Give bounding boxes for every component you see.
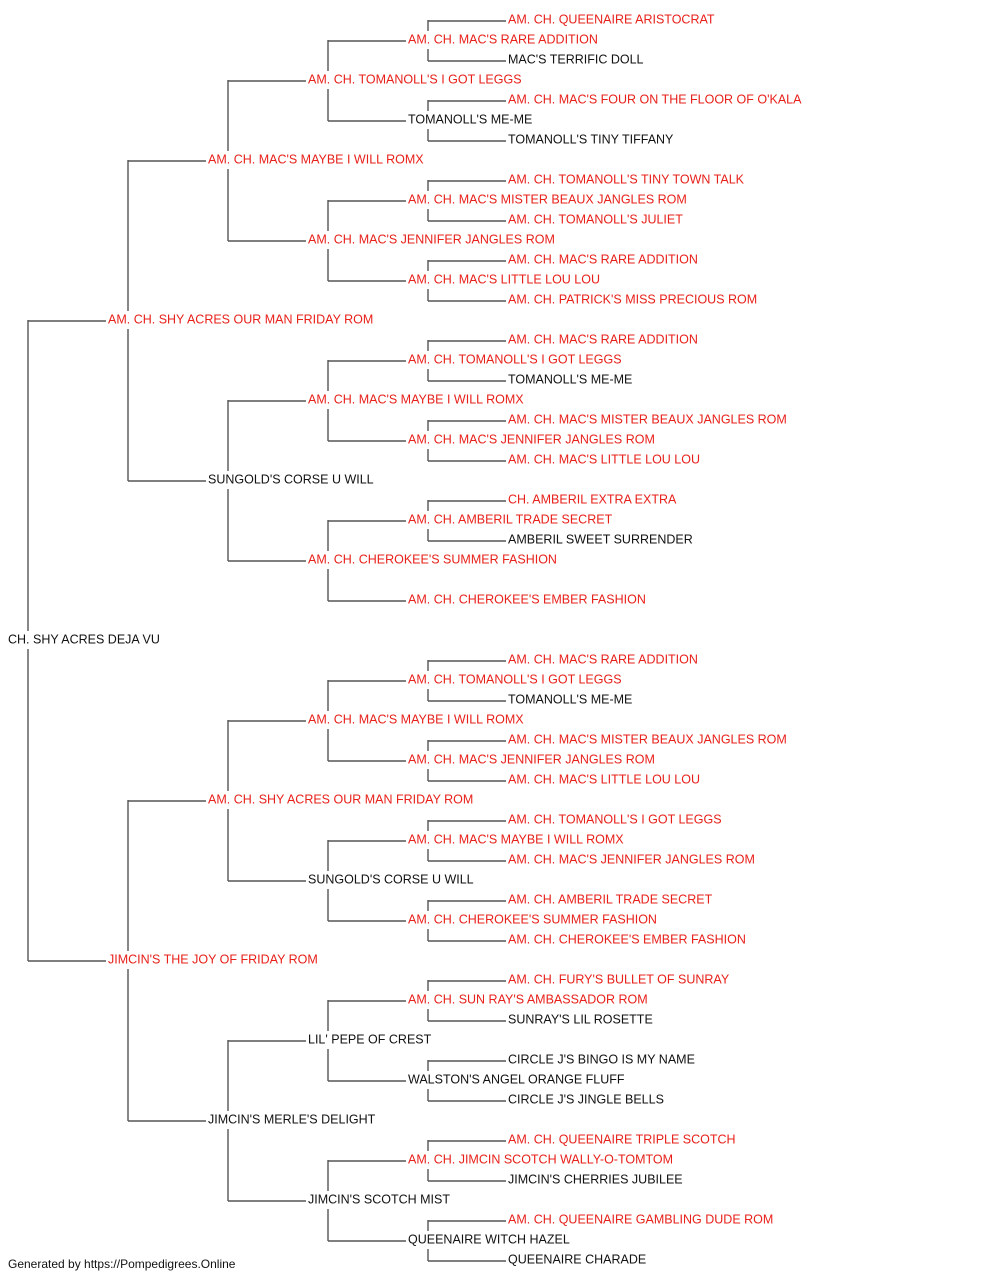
pedigree-name: AM. CH. MAC'S JENNIFER JANGLES ROM [508, 852, 755, 866]
pedigree-name: QUEENAIRE WITCH HAZEL [408, 1232, 570, 1246]
pedigree-name: AM. CH. MAC'S MAYBE I WILL ROMX [308, 712, 524, 726]
pedigree-name: CH. SHY ACRES DEJA VU [8, 632, 160, 646]
pedigree-name: AM. CH. AMBERIL TRADE SECRET [408, 512, 613, 526]
pedigree-name: AM. CH. FURY'S BULLET OF SUNRAY [508, 972, 730, 986]
pedigree-name: AM. CH. MAC'S MAYBE I WILL ROMX [208, 152, 424, 166]
pedigree-name: LIL' PEPE OF CREST [308, 1032, 432, 1046]
pedigree-name: JIMCIN'S MERLE'S DELIGHT [208, 1112, 376, 1126]
pedigree-name: AM. CH. MAC'S FOUR ON THE FLOOR OF O'KAL… [508, 92, 802, 106]
pedigree-name: AMBERIL SWEET SURRENDER [508, 532, 693, 546]
pedigree-name: AM. CH. TOMANOLL'S I GOT LEGGS [408, 352, 622, 366]
pedigree-name: AM. CH. MAC'S JENNIFER JANGLES ROM [408, 752, 655, 766]
pedigree-name: AM. CH. TOMANOLL'S JULIET [508, 212, 683, 226]
pedigree-name: AM. CH. TOMANOLL'S TINY TOWN TALK [508, 172, 745, 186]
pedigree-name: WALSTON'S ANGEL ORANGE FLUFF [408, 1072, 625, 1086]
pedigree-name: QUEENAIRE CHARADE [508, 1252, 646, 1266]
pedigree-name: AM. CH. MAC'S MISTER BEAUX JANGLES ROM [408, 192, 687, 206]
pedigree-name: AM. CH. CHEROKEE'S SUMMER FASHION [408, 912, 657, 926]
pedigree-name: AM. CH. PATRICK'S MISS PRECIOUS ROM [508, 292, 757, 306]
pedigree-name: SUNRAY'S LIL ROSETTE [508, 1012, 653, 1026]
pedigree-name: SUNGOLD'S CORSE U WILL [208, 472, 374, 486]
pedigree-name: AM. CH. AMBERIL TRADE SECRET [508, 892, 713, 906]
pedigree-name: CIRCLE J'S JINGLE BELLS [508, 1092, 664, 1106]
pedigree-name: AM. CH. SHY ACRES OUR MAN FRIDAY ROM [108, 312, 373, 326]
footer-credit: Generated by https://Pompedigrees.Online [8, 1257, 236, 1271]
pedigree-name: AM. CH. JIMCIN SCOTCH WALLY-O-TOMTOM [408, 1152, 673, 1166]
pedigree-name: AM. CH. MAC'S JENNIFER JANGLES ROM [308, 232, 555, 246]
pedigree-name: AM. CH. MAC'S RARE ADDITION [508, 252, 698, 266]
pedigree-name: AM. CH. CHEROKEE'S SUMMER FASHION [308, 552, 557, 566]
pedigree-name: CH. AMBERIL EXTRA EXTRA [508, 492, 677, 506]
pedigree-name: AM. CH. MAC'S LITTLE LOU LOU [508, 772, 700, 786]
pedigree-name: AM. CH. QUEENAIRE GAMBLING DUDE ROM [508, 1212, 773, 1226]
pedigree-name: JIMCIN'S CHERRIES JUBILEE [508, 1172, 683, 1186]
pedigree-name: TOMANOLL'S TINY TIFFANY [508, 132, 674, 146]
pedigree-name: AM. CH. CHEROKEE'S EMBER FASHION [508, 932, 746, 946]
pedigree-name: CIRCLE J'S BINGO IS MY NAME [508, 1052, 695, 1066]
pedigree-name: MAC'S TERRIFIC DOLL [508, 52, 644, 66]
pedigree-name: AM. CH. SUN RAY'S AMBASSADOR ROM [408, 992, 648, 1006]
pedigree-name: AM. CH. MAC'S RARE ADDITION [508, 652, 698, 666]
pedigree-name: AM. CH. TOMANOLL'S I GOT LEGGS [408, 672, 622, 686]
pedigree-name: SUNGOLD'S CORSE U WILL [308, 872, 474, 886]
pedigree-name: AM. CH. MAC'S MISTER BEAUX JANGLES ROM [508, 732, 787, 746]
pedigree-name: AM. CH. MAC'S RARE ADDITION [508, 332, 698, 346]
pedigree-name: AM. CH. TOMANOLL'S I GOT LEGGS [308, 72, 522, 86]
pedigree-name: AM. CH. MAC'S LITTLE LOU LOU [408, 272, 600, 286]
pedigree-name: AM. CH. MAC'S JENNIFER JANGLES ROM [408, 432, 655, 446]
pedigree-name: AM. CH. QUEENAIRE ARISTOCRAT [508, 12, 715, 26]
pedigree-name: AM. CH. SHY ACRES OUR MAN FRIDAY ROM [208, 792, 473, 806]
pedigree-name: JIMCIN'S SCOTCH MIST [308, 1192, 450, 1206]
pedigree-name: JIMCIN'S THE JOY OF FRIDAY ROM [108, 952, 318, 966]
pedigree-name: AM. CH. MAC'S LITTLE LOU LOU [508, 452, 700, 466]
pedigree-name: AM. CH. TOMANOLL'S I GOT LEGGS [508, 812, 722, 826]
pedigree-name: AM. CH. MAC'S MISTER BEAUX JANGLES ROM [508, 412, 787, 426]
pedigree-name: TOMANOLL'S ME-ME [508, 372, 632, 386]
pedigree-name: AM. CH. MAC'S MAYBE I WILL ROMX [308, 392, 524, 406]
pedigree-name: AM. CH. CHEROKEE'S EMBER FASHION [408, 592, 646, 606]
pedigree-name: AM. CH. QUEENAIRE TRIPLE SCOTCH [508, 1132, 736, 1146]
pedigree-name: AM. CH. MAC'S MAYBE I WILL ROMX [408, 832, 624, 846]
pedigree-name: TOMANOLL'S ME-ME [408, 112, 532, 126]
pedigree-name: AM. CH. MAC'S RARE ADDITION [408, 32, 598, 46]
pedigree-name: TOMANOLL'S ME-ME [508, 692, 632, 706]
